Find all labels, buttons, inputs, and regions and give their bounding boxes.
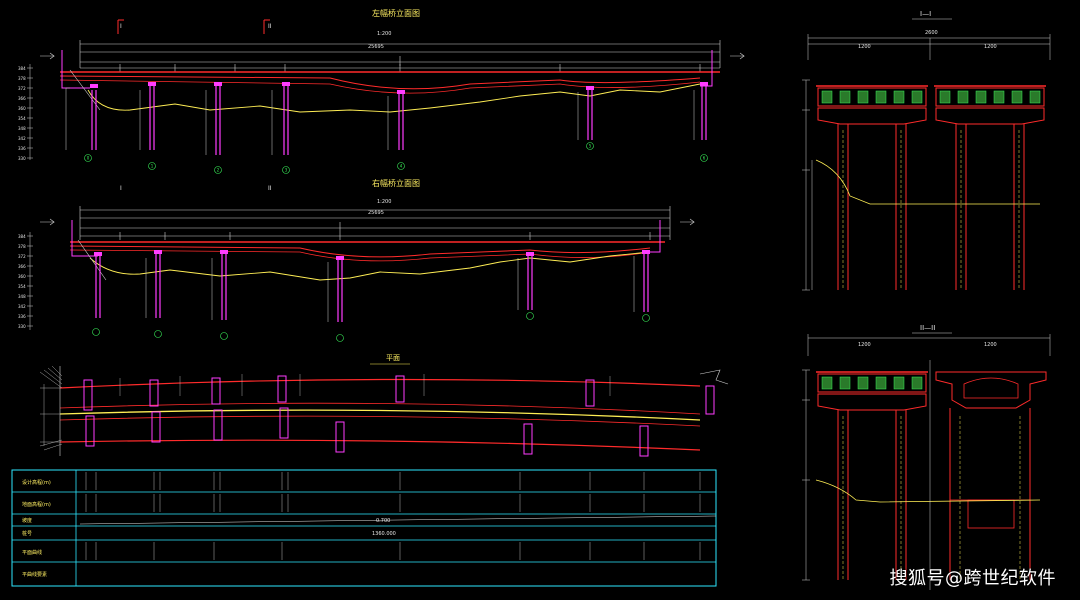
profile-table: 设计高程(m) 地面高程(m) 坡度 桩号 平面曲线 平曲线要素 0.700 1… [11,469,717,587]
svg-text:342: 342 [18,136,26,141]
elev1-title: 左幅桥立面图 [372,8,420,18]
svg-text:342: 342 [18,304,26,309]
section-mark-top-right: II [268,23,272,30]
svg-text:348: 348 [18,126,26,131]
svg-text:384: 384 [18,66,26,71]
section-mark-bottom-right: II [268,185,272,192]
pier-label-2: 2 [217,168,220,173]
pier-label-5: 5 [589,144,592,149]
section-mark-top-left: I [120,23,122,30]
table-row-design-elev: 设计高程(m) [22,479,51,486]
pier-label-6: 6 [703,156,706,161]
svg-text:360: 360 [18,274,26,279]
svg-text:372: 372 [18,254,26,259]
svg-text:354: 354 [18,284,26,289]
table-length-value: 1360.000 [372,531,396,537]
svg-text:330: 330 [18,324,26,329]
watermark-text: 搜狐号@跨世纪软件 [889,568,1056,589]
section2-dim-left: 1200 [858,342,871,348]
elevation-drawing-2: 右幅桥立面图 1:200 25695 384 378 372 366 360 354 34… [18,178,695,342]
plan-title: 平面 [386,354,400,362]
table-row-station: 桩号 [22,530,32,537]
section1-total: 2600 [925,30,938,36]
pier-label-4: 4 [400,164,403,169]
svg-text:336: 336 [18,146,26,151]
table-row-curve: 平面曲线 [22,549,42,556]
elev1-total-length: 25695 [368,44,384,50]
pier-label-0: 0 [87,156,90,161]
svg-text:330: 330 [18,156,26,161]
pier-label-1: 1 [151,164,154,169]
elev1-scale: 1:200 [377,31,391,37]
cross-section-2: II—II 1200 1200 [802,324,1051,590]
section2-dim-right: 1200 [984,342,997,348]
svg-text:354: 354 [18,116,26,121]
svg-text:360: 360 [18,106,26,111]
elevation-drawing-1: 左幅桥立面图 1:200 25695 I II I II 38437837236… [18,8,745,192]
svg-text:384: 384 [18,234,26,239]
elev2-title: 右幅桥立面图 [372,178,420,188]
svg-text:348: 348 [18,294,26,299]
section1-title: I—I [920,10,931,18]
svg-text:366: 366 [18,96,26,101]
table-slope-value: 0.700 [376,518,390,524]
table-row-slope: 坡度 [22,517,32,524]
elev2-total-length: 25695 [368,210,384,216]
cross-section-1: I—I 2600 1200 1200 [802,10,1051,291]
svg-text:378: 378 [18,244,26,249]
elev2-scale: 1:200 [377,199,391,205]
section2-title: II—II [920,324,935,332]
table-row-ground-elev: 地面高程(m) [22,501,51,508]
svg-text:366: 366 [18,264,26,269]
svg-text:378: 378 [18,76,26,81]
plan-drawing: 平面 [39,354,729,457]
table-row-curve-elements: 平曲线要素 [22,571,47,578]
svg-text:372: 372 [18,86,26,91]
pier-label-3: 3 [285,168,288,173]
section-mark-bottom-left: I [120,185,122,192]
svg-text:336: 336 [18,314,26,319]
section1-dim-left: 1200 [858,44,871,50]
section1-dim-right: 1200 [984,44,997,50]
